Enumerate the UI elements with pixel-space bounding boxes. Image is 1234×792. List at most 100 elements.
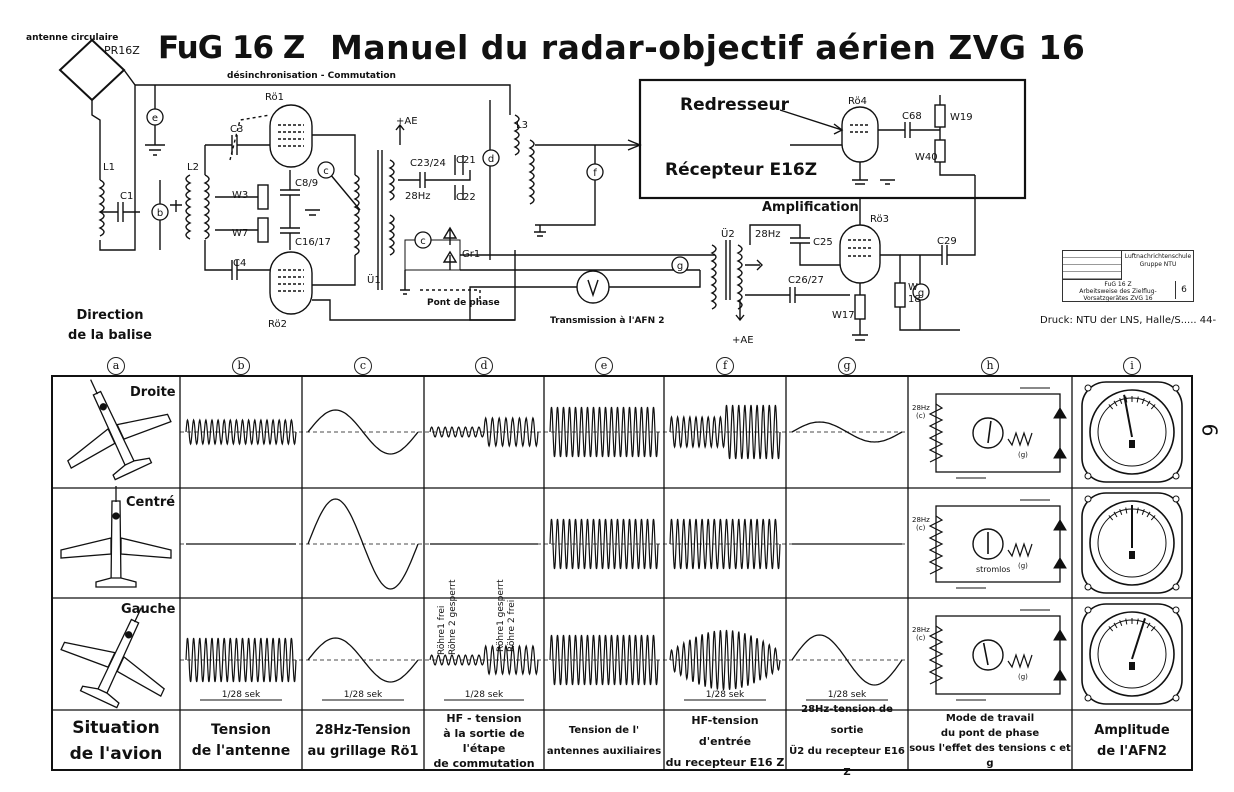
- galvanometer-icon: [972, 417, 1004, 449]
- column-letter-g: g: [838, 357, 856, 375]
- circuit-schematic: e b c d c f g g L1 C1 L2 C3 Rö1 W3 W7 C8…: [58, 38, 1027, 346]
- svg-text:C8/9: C8/9: [295, 178, 318, 189]
- column-footer-f: HF-tension d'entrée du recepteur E16 Z: [665, 713, 785, 769]
- aircraft-icon: [60, 607, 165, 709]
- svg-text:W3: W3: [232, 190, 248, 201]
- diode-icon: [1053, 447, 1067, 459]
- g-ref-label: (g): [1018, 451, 1028, 459]
- svg-text:g: g: [918, 288, 924, 299]
- afn2-indicator: [1129, 440, 1135, 448]
- diode-icon: [1053, 669, 1067, 681]
- svg-text:c: c: [323, 166, 329, 177]
- row-label-right: Droite: [130, 385, 176, 400]
- table-frame: [51, 375, 1193, 771]
- tube2-free-label: Röhre 2 frei: [507, 600, 517, 652]
- brand-title: FuG 16 Z: [158, 30, 305, 66]
- svg-text:C16/17: C16/17: [295, 237, 331, 248]
- svg-text:C22: C22: [456, 192, 476, 203]
- c-ref-label: (c): [916, 524, 926, 532]
- svg-text:Ü2: Ü2: [721, 227, 735, 240]
- column-footer-c: 28Hz-Tension au grillage Rö1: [307, 723, 419, 759]
- afn2-needle: [1123, 394, 1133, 438]
- switched-hf-wave: [429, 416, 539, 448]
- period-label: 1/28 sek: [706, 690, 745, 700]
- row-label-left: Gauche: [121, 602, 176, 617]
- diode-icon: [1053, 407, 1067, 419]
- diode-icon: [1053, 519, 1067, 531]
- svg-text:e: e: [152, 113, 158, 124]
- afn2-indicator: [1129, 662, 1135, 670]
- svg-text:d: d: [488, 154, 494, 165]
- aux-antenna-wave: [549, 518, 659, 570]
- svg-text:C26/27: C26/27: [788, 275, 824, 286]
- receiver-label: Récepteur E16Z: [665, 160, 818, 180]
- svg-text:C25: C25: [813, 237, 833, 248]
- page-number: 6: [1197, 423, 1222, 437]
- antenna-wave: [185, 637, 297, 683]
- svg-text:C23/24: C23/24: [410, 158, 446, 169]
- row-label-center: Centré: [126, 495, 176, 510]
- column-footer-e: Tension de l' antennes auxiliaires: [546, 725, 662, 757]
- stamp-sheet: 6: [1175, 281, 1192, 299]
- svg-text:18: 18: [908, 294, 921, 305]
- column-letter-a: a: [107, 357, 125, 375]
- hz28-label: 28Hz: [912, 626, 930, 634]
- aux-antenna-wave: [549, 406, 659, 458]
- svg-text:Rö2: Rö2: [268, 319, 287, 330]
- galvanometer-icon: [972, 639, 1004, 671]
- phase-bridge-frame: [935, 393, 1061, 473]
- column-letter-d: d: [475, 357, 493, 375]
- receiver-input-wave: [669, 629, 781, 691]
- aux-antenna-wave: [549, 634, 659, 686]
- afn2-indicator: [1129, 551, 1135, 559]
- aircraft-icon: [67, 379, 172, 481]
- column-letter-i: i: [1123, 357, 1141, 375]
- svg-text:+AE: +AE: [396, 116, 418, 127]
- diode-icon: [1053, 629, 1067, 641]
- column-footer-h: Mode de travail du pont de phase sous l'…: [909, 713, 1071, 769]
- svg-text:Rö1: Rö1: [265, 92, 284, 103]
- column-letter-c: c: [354, 357, 372, 375]
- receiver-input-wave: [669, 404, 781, 460]
- galvanometer-icon: [972, 528, 1004, 560]
- tube1-free-label: Röhre1 frei: [437, 606, 447, 655]
- column-footer-b: Tension de l'antenne: [191, 722, 291, 759]
- print-note: Druck: NTU der LNS, Halle/S..... 44-: [1040, 315, 1217, 326]
- column-footer-i: Amplitude de l'AFN2: [1094, 723, 1170, 759]
- svg-text:L1: L1: [103, 162, 115, 173]
- aircraft-icon: [60, 486, 172, 588]
- phase-bridge-frame: [935, 615, 1061, 695]
- svg-text:C1: C1: [120, 191, 133, 202]
- tube1-blocked-label: Röhre1 gesperrt: [496, 579, 506, 652]
- column-footer-a: Situation de l'avion: [69, 718, 163, 764]
- svg-text:c: c: [420, 236, 426, 247]
- tube2-blocked-label: Röhre 2 gesperrt: [448, 579, 458, 655]
- stamp-line3: FuG 16 Z: [1104, 281, 1132, 288]
- svg-text:Rö3: Rö3: [870, 214, 889, 225]
- period-label: 1/28 sek: [222, 690, 261, 700]
- receiver-input-wave: [669, 518, 781, 570]
- antenna-label: antenne circulaire: [26, 33, 119, 43]
- svg-text:W: W: [908, 282, 918, 293]
- stamp-line2: Gruppe NTU: [1139, 261, 1177, 268]
- hz28-label: 28Hz: [912, 516, 930, 524]
- svg-text:b: b: [157, 208, 163, 219]
- svg-text:Gr1: Gr1: [462, 249, 480, 260]
- svg-text:C21: C21: [456, 155, 476, 166]
- svg-text:C4: C4: [233, 258, 246, 269]
- svg-text:W7: W7: [232, 228, 248, 239]
- rectifier-label: Redresseur: [680, 95, 789, 115]
- column-letter-f: f: [716, 357, 734, 375]
- grid-28hz-sine: [307, 637, 419, 683]
- diode-icon: [1053, 557, 1067, 569]
- g-ref-label: (g): [1018, 562, 1028, 570]
- svg-text:28Hz: 28Hz: [405, 191, 431, 202]
- svg-text:f: f: [593, 168, 597, 179]
- antenna-wave: [185, 418, 297, 446]
- period-label: 1/28 sek: [828, 690, 867, 700]
- svg-text:W40: W40: [915, 152, 938, 163]
- switched-hf-wave: [429, 644, 539, 676]
- antenna-code: PR16Z: [104, 44, 140, 57]
- stamp-line1: Luftnachrichtenschule: [1124, 253, 1192, 260]
- column-footer-g: 28Hz-tension de sortie Ü2 du recepteur E…: [789, 704, 905, 778]
